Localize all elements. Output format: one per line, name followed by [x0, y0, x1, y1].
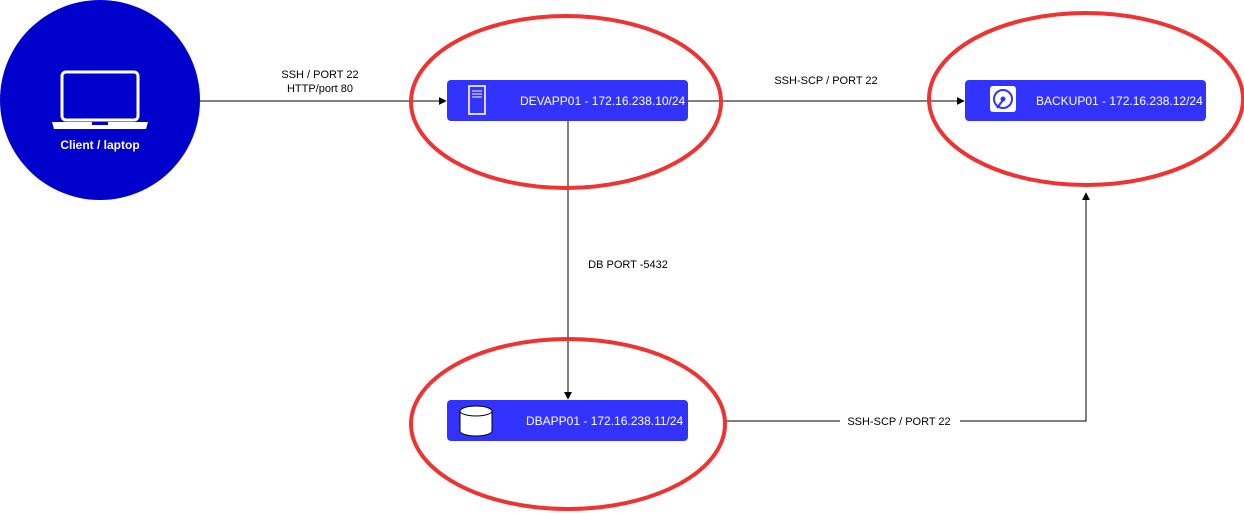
- dbapp-node[interactable]: DBAPP01 - 172.16.238.11/24: [447, 400, 688, 441]
- edge-label-dbapp-backup: SSH-SCP / PORT 22: [847, 416, 950, 428]
- server-icon: [468, 85, 486, 115]
- client-node[interactable]: Client / laptop: [0, 0, 200, 200]
- dbapp-label: DBAPP01 - 172.16.238.11/24: [526, 414, 684, 428]
- backup-label: BACKUP01 - 172.16.238.12/24: [1036, 94, 1203, 108]
- backup-node[interactable]: BACKUP01 - 172.16.238.12/24: [965, 80, 1206, 121]
- edge-label-ssh-port: SSH / PORT 22: [281, 69, 358, 81]
- database-icon: [459, 405, 493, 437]
- devapp-node[interactable]: DEVAPP01 - 172.16.238.10/24: [447, 80, 688, 121]
- dbapp-highlight-ring: [409, 337, 727, 511]
- client-label: Client / laptop: [60, 138, 139, 152]
- edge-label-http-port: HTTP/port 80: [287, 83, 353, 95]
- edge-label-devapp-backup: SSH-SCP / PORT 22: [774, 75, 877, 87]
- hard-disk-icon: [990, 86, 1016, 112]
- devapp-highlight-ring: [409, 14, 723, 190]
- devapp-label: DEVAPP01 - 172.16.238.10/24: [520, 94, 686, 108]
- edge-label-db-port: DB PORT -5432: [588, 259, 668, 271]
- edge-dbapp-to-backup: [726, 192, 1090, 422]
- backup-highlight-ring: [927, 11, 1244, 187]
- laptop-icon: [52, 70, 148, 129]
